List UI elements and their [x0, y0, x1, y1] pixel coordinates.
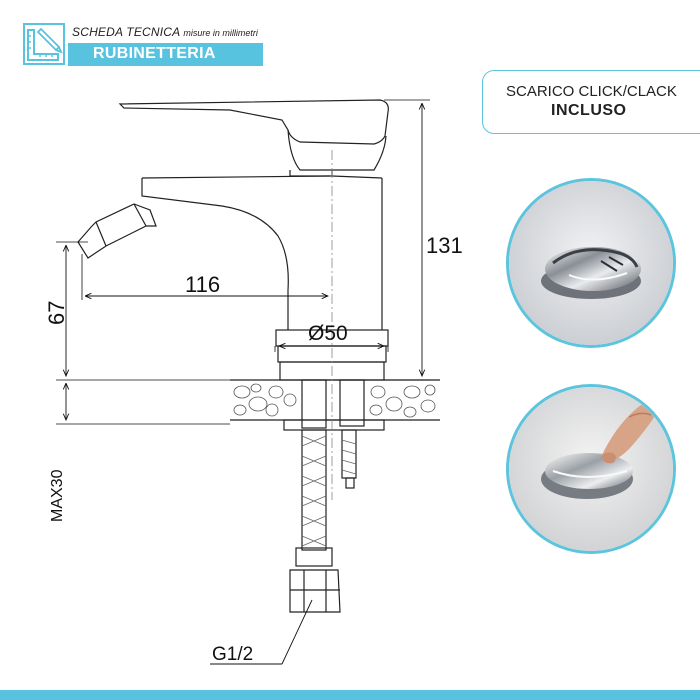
dim-base-diameter: Ø50 [308, 322, 348, 345]
ruler-pencil-icon [23, 23, 65, 65]
info-line-2: INCLUSO [551, 102, 627, 119]
header-subtitle: misure in millimetri [183, 28, 258, 38]
bottom-accent-bar [0, 690, 700, 700]
dim-height: 131 [426, 233, 463, 258]
lever-handle [118, 99, 389, 145]
drain-closed-photo [506, 178, 676, 348]
category-band [68, 43, 263, 66]
dim-connection: G1/2 [212, 644, 253, 665]
dim-spout-height: 67 [44, 301, 69, 325]
drain-pressed-photo [506, 384, 676, 554]
info-line-1: SCARICO CLICK/CLACK [506, 83, 677, 100]
info-box [482, 70, 700, 134]
dim-max-thickness: MAX30 [49, 469, 66, 522]
dim-spout-reach: 116 [185, 272, 220, 297]
category-label: RUBINETTERIA [93, 45, 216, 62]
header-title-text: SCHEDA TECNICA [72, 25, 181, 39]
